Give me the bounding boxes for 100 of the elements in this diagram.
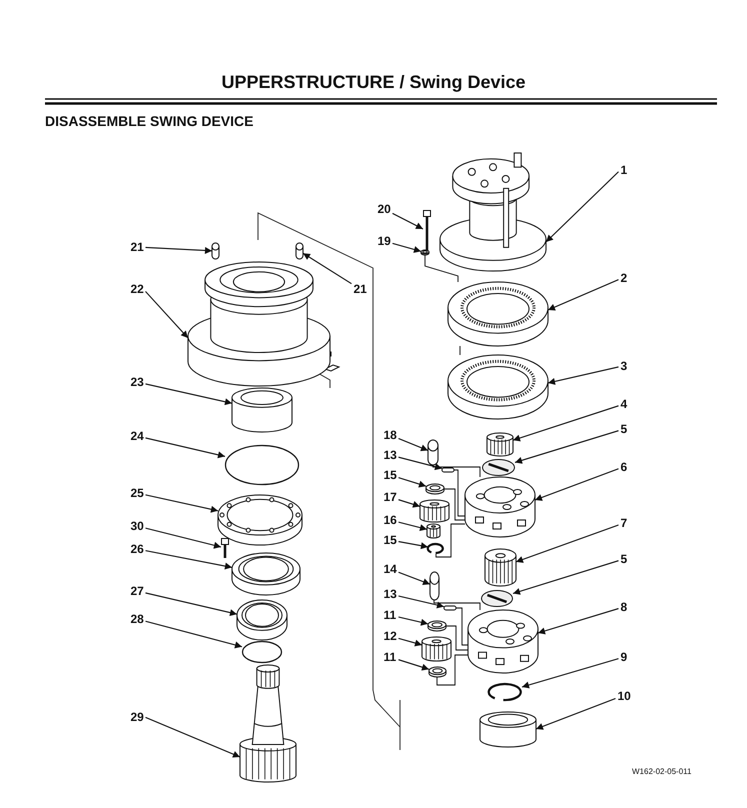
pin-drawing [212,242,220,260]
callout-number: 16 [384,513,397,527]
leader-line [145,291,188,338]
key-drawing [444,606,456,610]
callout-number: 9 [620,650,628,664]
assembly-line [434,600,480,610]
figure-code: W162-02-05-011 [632,767,692,776]
assembly-line [444,488,466,520]
callout-number: 5 [620,422,628,436]
callout-number: 21 [130,240,144,254]
callout-number: 24 [130,429,144,443]
bolt-drawing [423,210,431,252]
leader-line [145,494,218,513]
washer-drawing [420,250,430,256]
callout-number: 14 [384,562,397,576]
callout-number: 17 [384,490,397,504]
callout-number: 23 [130,375,144,389]
gear-drawing [484,548,516,586]
thrust-plate-drawing [482,459,515,476]
callout-number: 13 [384,587,397,601]
assembly-line [436,524,466,558]
callout-number: 10 [618,689,631,703]
assembly-line [424,254,458,282]
callout-number: 25 [130,486,144,500]
pin-drawing [296,242,304,260]
seal-drawing [232,552,300,596]
leader-line [522,658,619,688]
gear-drawing [422,636,452,662]
callout-number: 11 [384,650,396,664]
leader-line [145,716,240,758]
o-ring-drawing [224,444,300,486]
callout-number: 8 [620,600,628,614]
callout-number: 18 [384,428,397,442]
leader-line [398,659,430,671]
leader-line [538,608,619,634]
leader-line [145,620,242,648]
ring-drawing [428,666,446,678]
carrier-drawing [464,476,536,538]
leader-line [534,468,619,501]
leader-line [398,456,442,470]
pin-drawing [430,572,440,600]
gear-drawing [420,500,450,522]
callout-number: 19 [378,234,391,248]
leader-line [512,405,619,442]
retainer-drawing [218,494,302,546]
snap-ring-drawing [426,542,444,554]
leader-line [145,246,212,254]
leader-line [516,524,619,563]
assembly-line [436,654,468,686]
leader-line [145,592,238,616]
callout-number: 27 [130,584,144,598]
ring-drawing [426,484,444,494]
assembly-line [454,470,466,516]
leader-line [398,477,426,488]
page-title: UPPERSTRUCTURE / Swing Device [220,72,527,93]
ring-gear-drawing [448,354,548,420]
snap-ring-drawing [488,682,522,702]
bolt-drawing [221,538,229,558]
leader-line [398,499,420,508]
leader-line [512,560,619,595]
leader-line [398,438,428,452]
callout-number: 2 [620,271,628,285]
leader-line [145,550,232,570]
leader-line [398,541,428,550]
leader-line [398,616,428,626]
leader-line [536,698,616,730]
callout-number: 3 [620,359,628,373]
assembly-line [432,464,480,478]
callout-number: 7 [620,516,628,530]
callout-number: 21 [354,282,367,296]
callout-number: 11 [384,608,396,622]
callout-number: 13 [384,448,397,462]
callout-number: 30 [130,519,144,533]
seal-drawing [236,600,288,640]
ring-drawing [428,620,446,632]
bearing-drawing [480,712,536,748]
thrust-plate-drawing [481,590,513,607]
leader-line [398,638,422,646]
callout-number: 1 [620,163,628,177]
leader-line [548,279,619,310]
callout-number: 12 [384,629,397,643]
leader-line [398,595,444,608]
leader-line [546,171,619,242]
leader-line [302,252,352,284]
leader-line [398,522,428,532]
leader-line [392,212,424,230]
ring-gear-drawing [448,282,548,346]
assembly-line [456,608,468,646]
leader-line [514,430,619,464]
assembly-line [446,626,468,650]
callout-number: 26 [130,542,144,556]
callout-number: 4 [620,397,628,411]
leader-line [145,383,232,406]
callout-number: 29 [130,710,144,724]
bearing-drawing [426,524,440,538]
carrier-drawing [468,610,538,674]
gear-drawing [486,432,514,456]
callout-number: 28 [130,612,144,626]
leader-line [145,528,222,549]
callout-number: 20 [378,202,391,216]
